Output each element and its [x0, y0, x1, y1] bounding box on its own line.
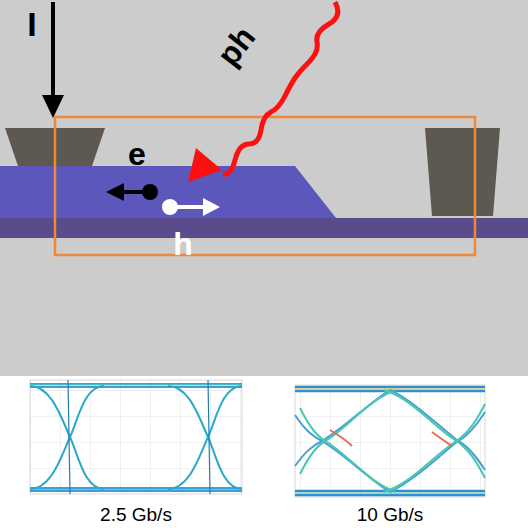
- hole-label: h: [173, 228, 193, 260]
- hole: [162, 198, 220, 216]
- eye-caption: 2.5 Gb/s: [100, 505, 172, 524]
- eye-diagram-2g5: [30, 380, 242, 494]
- right-contact: [425, 128, 500, 216]
- eye-caption: 10 Gb/s: [357, 505, 424, 524]
- electron: [106, 183, 158, 201]
- photon-wave: [188, 2, 338, 182]
- electron-label: e: [128, 138, 146, 170]
- active-region-outline: [55, 117, 475, 255]
- absorber-mesa: [0, 166, 336, 218]
- substrate-layer: [0, 218, 528, 238]
- background: [0, 0, 528, 376]
- current-label: I: [27, 7, 36, 41]
- current-arrow: [42, 2, 64, 118]
- eye-diagram-10g: [295, 385, 485, 497]
